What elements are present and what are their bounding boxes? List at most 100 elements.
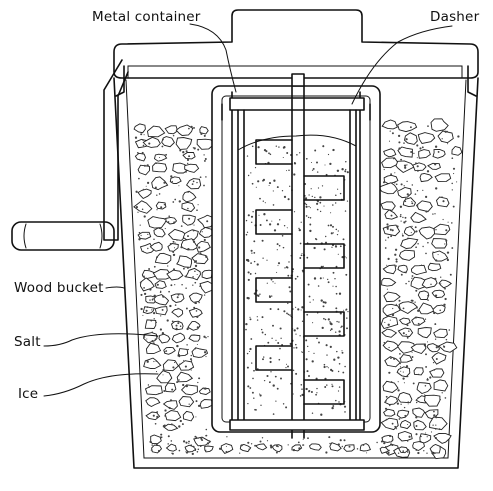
salt-grain (159, 328, 163, 331)
salt-grain (203, 238, 206, 242)
ice-chunk (397, 121, 418, 133)
salt-grain (281, 190, 284, 192)
salt-grain (191, 452, 194, 456)
salt-grain (155, 321, 157, 324)
salt-grain (196, 181, 198, 184)
salt-grain (161, 382, 163, 384)
ice-chunk (182, 190, 197, 203)
salt-grain (192, 445, 195, 448)
salt-grain (334, 245, 338, 248)
salt-grain (185, 307, 188, 310)
salt-grain (141, 151, 144, 154)
ice-chunk (163, 423, 179, 431)
salt-grain (272, 204, 275, 206)
ice-chunk (133, 123, 146, 134)
salt-grain (268, 223, 272, 226)
salt-grain (425, 365, 428, 368)
salt-grain (245, 219, 248, 222)
ice-chunk (180, 238, 199, 251)
salt-grain (388, 449, 390, 452)
salt-grain (393, 357, 396, 360)
ice-chunk (402, 197, 417, 208)
salt-grain (249, 347, 252, 351)
salt-grain (338, 401, 340, 403)
salt-grain (388, 434, 392, 438)
ice-chunk (416, 382, 432, 395)
salt-grain (181, 284, 183, 286)
ice-chunk (418, 302, 435, 315)
salt-grain (384, 321, 386, 323)
ice-chunk (145, 295, 157, 304)
salt-grain (340, 326, 342, 328)
salt-grain (311, 195, 313, 198)
salt-grain (417, 451, 420, 455)
salt-grain (252, 377, 254, 380)
salt-grain (329, 322, 332, 325)
salt-grain (275, 339, 277, 341)
salt-grain (435, 416, 438, 419)
salt-grain (399, 366, 402, 368)
ice-chunk (142, 306, 155, 314)
salt-grain (246, 352, 249, 355)
salt-grain (278, 244, 281, 247)
salt-grain (153, 360, 155, 363)
ice-chunk (199, 399, 215, 409)
salt-grain (279, 219, 281, 221)
ice-chunk (144, 385, 163, 396)
salt-grain (260, 404, 262, 406)
ice-chunk (152, 162, 168, 173)
salt-grain (151, 331, 154, 334)
salt-grain (295, 372, 298, 375)
salt-grain (141, 208, 144, 211)
salt-grain (283, 195, 287, 199)
salt-grain (399, 205, 403, 208)
ice-chunk (433, 328, 448, 339)
salt-grain (165, 153, 168, 156)
salt-grain (382, 181, 386, 184)
ice-chunk (169, 176, 182, 184)
salt-grain (394, 182, 396, 184)
salt-grain (194, 270, 196, 273)
salt-grain (206, 220, 209, 223)
ice-chunk (164, 125, 179, 135)
salt-grain (433, 414, 436, 417)
salt-grain (305, 215, 308, 217)
ice-chunk (431, 238, 448, 249)
salt-grain (186, 344, 188, 346)
salt-grain (317, 200, 319, 203)
ice-chunk (162, 359, 179, 372)
salt-grain (336, 169, 340, 172)
salt-grain (253, 240, 256, 243)
salt-grain (247, 385, 250, 388)
salt-grain (167, 443, 169, 445)
salt-grain (269, 360, 272, 364)
salt-grain (274, 282, 276, 284)
salt-grain (251, 182, 254, 185)
salt-grain (295, 306, 297, 308)
salt-grain (155, 371, 158, 373)
salt-grain (269, 295, 271, 297)
salt-grain (185, 150, 188, 153)
salt-grain (398, 141, 401, 144)
salt-grain (337, 253, 339, 255)
salt-grain (185, 441, 188, 444)
salt-grain (401, 234, 404, 237)
salt-grain (203, 134, 206, 137)
salt-grain (300, 384, 303, 386)
ice-chunk (433, 433, 452, 444)
salt-grain (265, 219, 268, 222)
salt-grain (337, 356, 340, 359)
salt-grain (197, 381, 199, 384)
salt-grain (394, 253, 397, 256)
salt-grain (278, 358, 281, 361)
ice-chunk (154, 252, 172, 264)
salt-grain (444, 287, 446, 290)
salt-grain (283, 310, 286, 313)
salt-grain (287, 198, 290, 201)
salt-grain (186, 158, 190, 161)
salt-grain (307, 216, 310, 219)
salt-grain (268, 184, 270, 187)
salt-grain (407, 375, 409, 378)
salt-grain (330, 212, 332, 214)
ice-chunk (145, 342, 162, 355)
